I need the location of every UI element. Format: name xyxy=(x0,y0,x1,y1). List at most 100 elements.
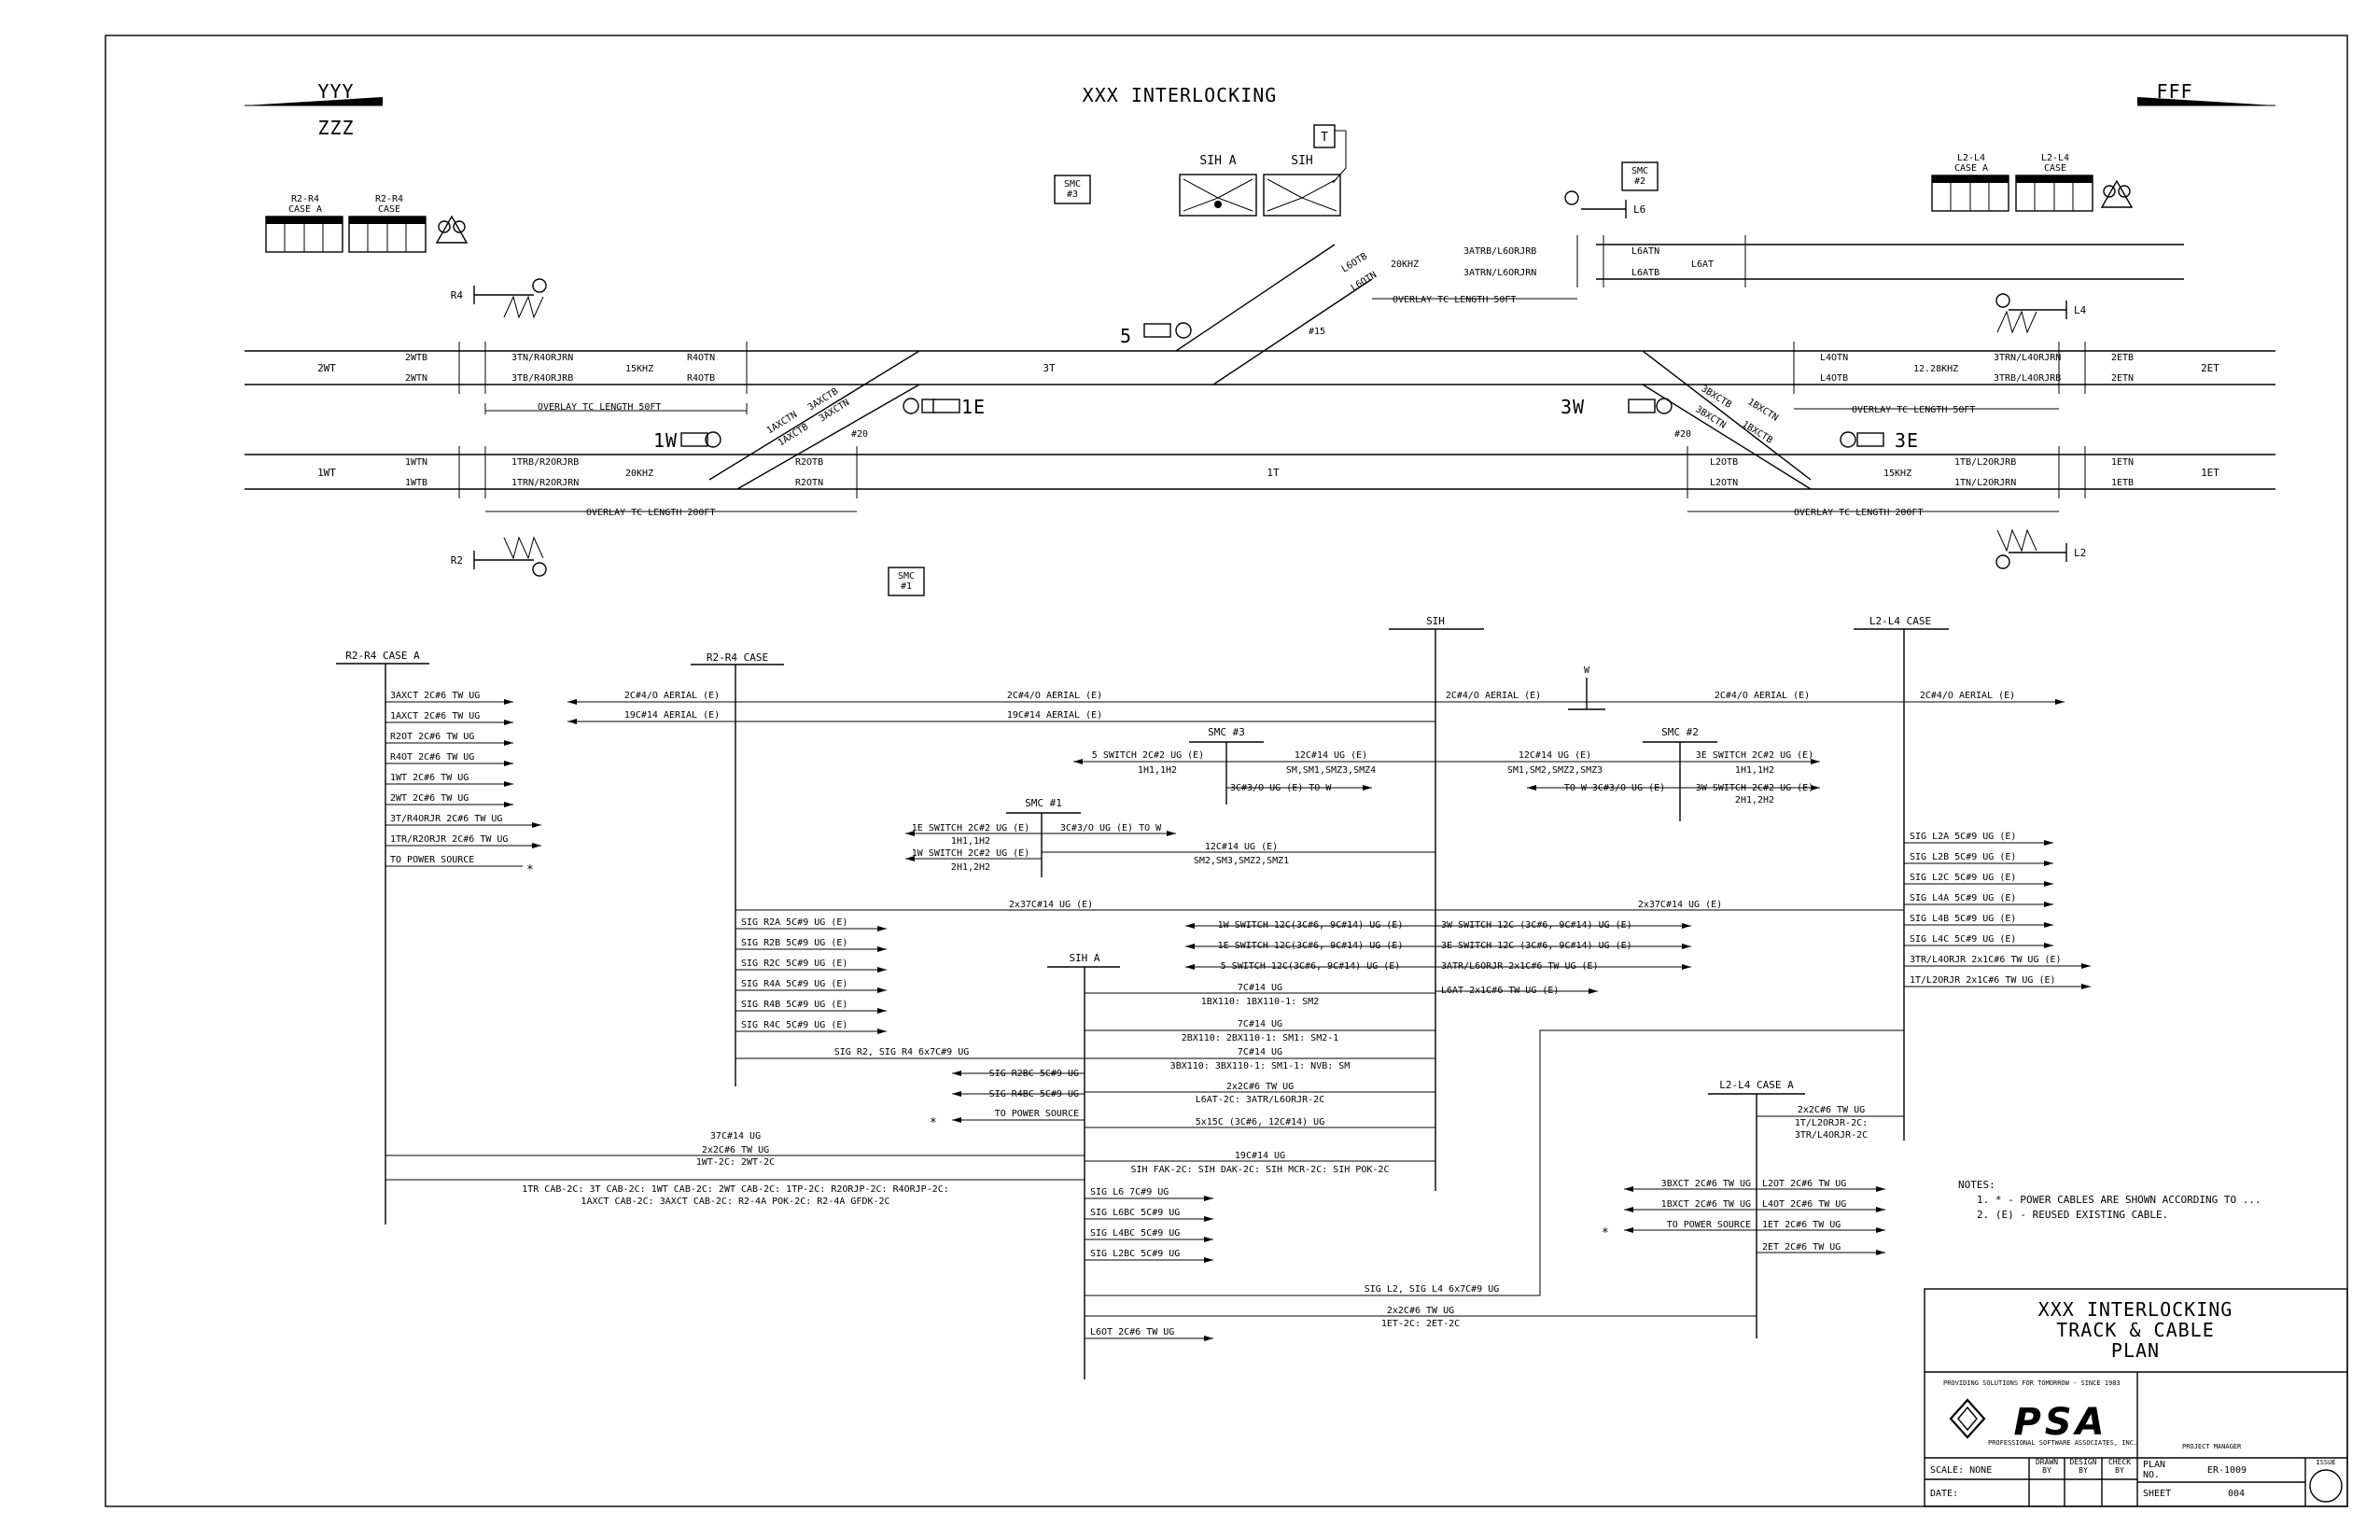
svg-text:7C#14 UG: 7C#14 UG xyxy=(1238,1047,1282,1057)
cable-arrow-icon xyxy=(2044,943,2053,948)
svg-text:1AXCT 2C#6 TW UG: 1AXCT 2C#6 TW UG xyxy=(390,711,480,721)
cable-arrow-icon xyxy=(1682,923,1691,929)
svg-text:3TR/L4ORJR 2x1C#6 TW UG (E): 3TR/L4ORJR 2x1C#6 TW UG (E) xyxy=(1910,955,2062,965)
svg-text:TO POWER SOURCE: TO POWER SOURCE xyxy=(1667,1220,1751,1230)
signal-3w-label: 3W xyxy=(1561,396,1585,418)
svg-text:37C#14 UG: 37C#14 UG xyxy=(710,1131,761,1141)
svg-text:SIG L4B 5C#9 UG (E): SIG L4B 5C#9 UG (E) xyxy=(1910,914,2016,924)
svg-text:1AXCT CAB-2C: 3AXCT CAB-2C: R2: 1AXCT CAB-2C: 3AXCT CAB-2C: R2-4A POK-2C… xyxy=(581,1197,889,1207)
main-trunk-left: 2x37C#14 UG (E) xyxy=(1009,900,1093,910)
signal-r2-icon: R2 xyxy=(451,536,547,577)
smc3-cables: 5 SWITCH 2C#2 UG (E) 1H1,1H2 12C#14 UG (… xyxy=(1073,750,1435,793)
svg-text:3ATRB/L6ORJRB: 3ATRB/L6ORJRB xyxy=(1463,246,1536,257)
svg-text:2C#4/O AERIAL (E): 2C#4/O AERIAL (E) xyxy=(1446,691,1541,701)
svg-text:3ATRN/L6ORJRN: 3ATRN/L6ORJRN xyxy=(1463,268,1536,278)
switch-cables: 1W SWITCH 12C(3C#6, 9C#14) UG (E) 1E SWI… xyxy=(1185,920,1691,996)
antenna-icon xyxy=(435,215,469,244)
svg-text:1TRN/R2ORJRN: 1TRN/R2ORJRN xyxy=(511,478,579,488)
cable-arrow-icon xyxy=(504,699,513,705)
cable-arrow-icon xyxy=(1876,1250,1885,1255)
svg-text:L6ATB: L6ATB xyxy=(1631,268,1659,278)
svg-text:L2OTN: L2OTN xyxy=(1710,478,1738,488)
svg-text:SIG L6 7C#9 UG: SIG L6 7C#9 UG xyxy=(1090,1187,1169,1197)
svg-text:OVERLAY TC LENGTH 200FT: OVERLAY TC LENGTH 200FT xyxy=(586,508,715,518)
svg-text:1T/L2ORJR-2C:: 1T/L2ORJR-2C: xyxy=(1795,1118,1868,1128)
svg-text:1BXCT 2C#6 TW UG: 1BXCT 2C#6 TW UG xyxy=(1661,1199,1751,1210)
date-label: DATE: xyxy=(1930,1489,1958,1499)
svg-text:SM1,SM2,SMZ2,SMZ3: SM1,SM2,SMZ2,SMZ3 xyxy=(1507,765,1603,776)
svg-text:1. * - POWER CABLES ARE SHOWN: 1. * - POWER CABLES ARE SHOWN ACCORDING … xyxy=(1977,1194,2261,1206)
svg-text:15KHZ: 15KHZ xyxy=(625,364,653,374)
right-arrow-icon xyxy=(2137,97,2275,105)
cable-head-w: W xyxy=(1584,665,1590,676)
cable-arrow-icon xyxy=(2044,881,2053,887)
svg-text:OVERLAY TC LENGTH 50FT: OVERLAY TC LENGTH 50FT xyxy=(1852,405,1975,415)
svg-text:20KHZ: 20KHZ xyxy=(1391,259,1419,270)
svg-text:3C#3/O UG (E) TO W: 3C#3/O UG (E) TO W xyxy=(1230,783,1332,793)
svg-text:2WTB: 2WTB xyxy=(405,353,427,363)
title-block-sub2: PLAN xyxy=(2111,1339,2160,1362)
svg-text:NOTES:: NOTES: xyxy=(1958,1179,1995,1191)
project-manager-label: PROJECT MANAGER xyxy=(2182,1443,2242,1450)
svg-text:#15: #15 xyxy=(1309,327,1325,337)
drawing-border xyxy=(105,35,2348,1507)
cable-arrow-icon xyxy=(2081,963,2091,969)
svg-text:L4: L4 xyxy=(2074,304,2087,316)
aerial-cables: 2C#4/O AERIAL (E) 19C#14 AERIAL (E) 2C#4… xyxy=(567,691,2065,722)
svg-text:R4: R4 xyxy=(451,289,464,301)
t-box-label: T xyxy=(1321,131,1328,145)
svg-text:15KHZ: 15KHZ xyxy=(1883,469,1911,479)
svg-text:L6: L6 xyxy=(1633,203,1645,216)
svg-text:20KHZ: 20KHZ xyxy=(625,469,653,479)
svg-text:SIG L4A 5C#9 UG (E): SIG L4A 5C#9 UG (E) xyxy=(1910,893,2016,903)
svg-text:L6ATN: L6ATN xyxy=(1631,246,1659,257)
cable-arrow-icon xyxy=(1682,964,1691,970)
l2l4-case-a-cables: 2x2C#6 TW UG 1T/L2ORJR-2C: 3TR/L4ORJR-2C… xyxy=(1602,1105,1904,1253)
r2r4-case-a-list: 3AXCT 2C#6 TW UG 1AXCT 2C#6 TW UG R2OT 2… xyxy=(385,691,541,877)
svg-text:SIG L2A 5C#9 UG (E): SIG L2A 5C#9 UG (E) xyxy=(1910,832,2016,842)
svg-text:SIG R4B 5C#9 UG (E): SIG R4B 5C#9 UG (E) xyxy=(741,1000,847,1010)
svg-text:1H1,1H2: 1H1,1H2 xyxy=(1735,765,1774,776)
svg-text:1ET-2C: 2ET-2C: 1ET-2C: 2ET-2C xyxy=(1381,1319,1460,1329)
cable-arrow-icon xyxy=(1185,944,1195,949)
svg-text:OVERLAY TC LENGTH 50FT: OVERLAY TC LENGTH 50FT xyxy=(538,402,661,413)
title-block-title: XXX INTERLOCKING xyxy=(2038,1298,2233,1321)
track-1wt: 1WT xyxy=(317,467,336,479)
cable-head-sih-a: SIH A xyxy=(1069,952,1099,964)
svg-text:3E SWITCH 12C (3C#6, 9C#14) UG: 3E SWITCH 12C (3C#6, 9C#14) UG (E) xyxy=(1441,941,1632,951)
svg-text:1TRB/R2ORJRB: 1TRB/R2ORJRB xyxy=(511,457,579,468)
svg-text:TO POWER SOURCE: TO POWER SOURCE xyxy=(390,855,474,865)
svg-text:7C#14 UG: 7C#14 UG xyxy=(1238,1019,1282,1029)
svg-text:1BXCTB: 1BXCTB xyxy=(1740,419,1773,445)
header: XXX INTERLOCKING YYY ZZZ FFF xyxy=(245,80,2275,139)
svg-text:PSA: PSA xyxy=(2013,1401,2107,1444)
signal-5-label: 5 xyxy=(1120,325,1132,347)
svg-text:R2OTN: R2OTN xyxy=(795,478,823,488)
cable-arrow-icon xyxy=(877,987,887,993)
cable-arrow-icon xyxy=(567,719,577,724)
svg-text:2WT 2C#6 TW UG: 2WT 2C#6 TW UG xyxy=(390,793,469,804)
signal-l6-icon: L6 xyxy=(1564,190,1645,218)
cable-arrow-icon xyxy=(2055,699,2065,705)
svg-text:SIG L4C 5C#9 UG (E): SIG L4C 5C#9 UG (E) xyxy=(1910,934,2016,945)
track-1et: 1ET xyxy=(2201,467,2219,479)
cable-arrow-icon xyxy=(1167,831,1176,836)
svg-text:L4OT 2C#6 TW UG: L4OT 2C#6 TW UG xyxy=(1762,1199,1846,1210)
cable-arrow-icon xyxy=(1811,759,1820,764)
sih-a-cables: 7C#14 UG 1BX110: 1BX110-1: SM2 7C#14 UG … xyxy=(1085,983,1435,1175)
svg-text:2ET 2C#6 TW UG: 2ET 2C#6 TW UG xyxy=(1762,1242,1841,1253)
svg-text:SIG L6BC 5C#9 UG: SIG L6BC 5C#9 UG xyxy=(1090,1208,1180,1218)
signal-r4-icon: R4 xyxy=(451,278,547,319)
cable-arrow-icon xyxy=(532,822,541,828)
svg-text:1TR/R2ORJR 2C#6 TW UG: 1TR/R2ORJR 2C#6 TW UG xyxy=(390,834,508,845)
title-block-sub1: TRACK & CABLE xyxy=(2056,1319,2215,1341)
company-tagline: PROVIDING SOLUTIONS FOR TOMORROW - SINCE… xyxy=(1943,1379,2121,1387)
cable-arrow-icon xyxy=(877,967,887,973)
svg-text:1TB/L2ORJRB: 1TB/L2ORJRB xyxy=(1954,457,2016,468)
svg-text:1ETN: 1ETN xyxy=(2111,457,2134,468)
cable-arrow-icon xyxy=(504,781,513,787)
cable-arrow-icon xyxy=(1624,1186,1633,1192)
svg-text:1WT 2C#6 TW UG: 1WT 2C#6 TW UG xyxy=(390,773,469,783)
